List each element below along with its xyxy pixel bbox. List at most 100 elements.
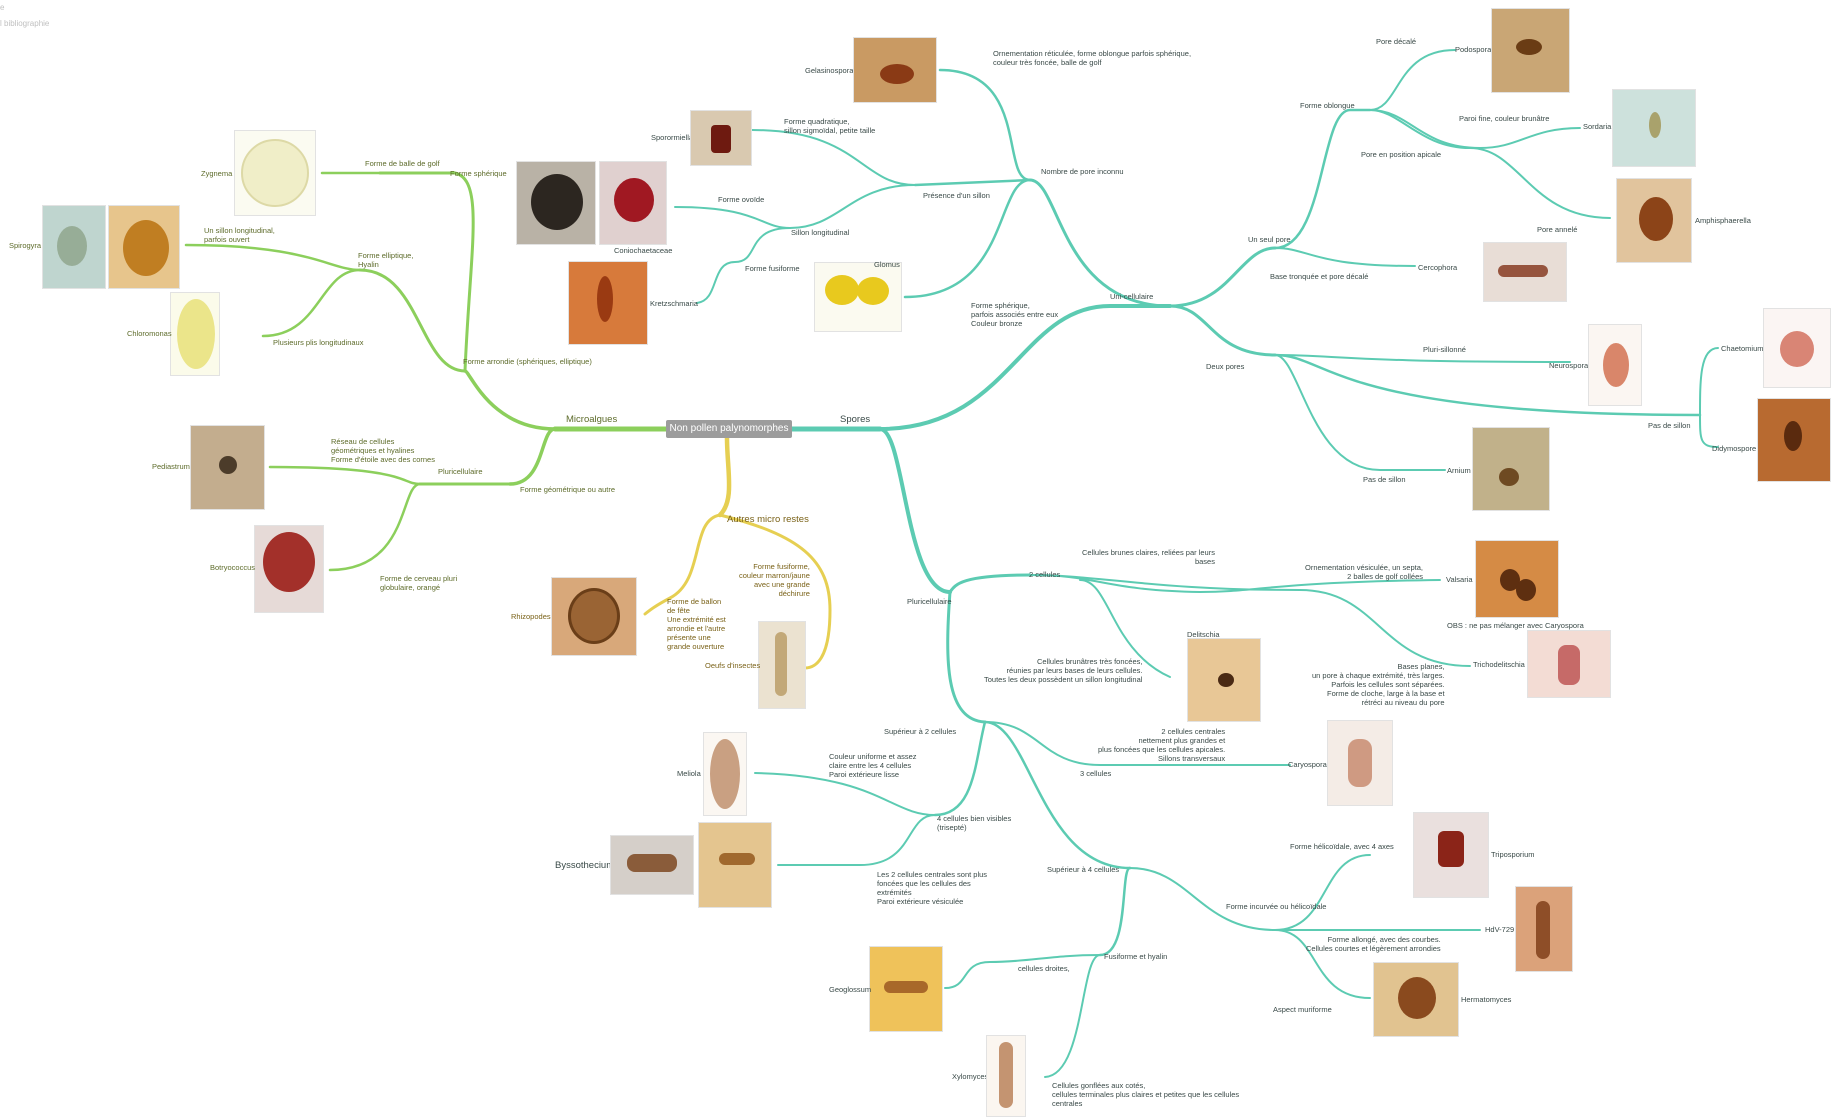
paroi-fine-label[interactable]: Paroi fine, couleur brunâtre [1459, 114, 1549, 123]
deux-pores-label[interactable]: Deux pores [1206, 362, 1244, 371]
kretzschmaria-label[interactable]: Kretzschmaria [650, 299, 698, 308]
zygnema-label[interactable]: Zygnema [201, 169, 232, 178]
hermatomyces-label[interactable]: Hermatomyces [1461, 995, 1511, 1004]
edge-oblongue-amphi [1370, 110, 1610, 218]
trichodelitschia-desc: Bases planes, un pore à chaque extrémité… [1312, 662, 1445, 707]
coniochaetaceae-label[interactable]: Coniochaetaceae [614, 246, 672, 255]
cellules-brunes-desc: Cellules brunes claires, reliées par leu… [1082, 548, 1215, 566]
spirogyra-label[interactable]: Spirogyra [9, 241, 41, 250]
neurospora-label[interactable]: Neurospora [1549, 361, 1588, 370]
pas-de-sillon-label-1[interactable]: Pas de sillon [1648, 421, 1691, 430]
un-seul-pore-label[interactable]: Un seul pore [1248, 235, 1291, 244]
cercophora-photo [1483, 242, 1567, 302]
superieur-2-label[interactable]: Supérieur à 2 cellules [884, 727, 956, 736]
forme-arrondie-label[interactable]: Forme arrondie (sphériques, elliptique) [463, 357, 592, 366]
sporormiella-label[interactable]: Sporormiella [651, 133, 693, 142]
forme-oblongue-label[interactable]: Forme oblongue [1300, 101, 1355, 110]
plusieurs-plis-label[interactable]: Plusieurs plis longitudinaux [273, 338, 363, 347]
pore-annele-label[interactable]: Pore annelé [1537, 225, 1577, 234]
chaetomium-label[interactable]: Chaetomium [1721, 344, 1764, 353]
edge-pluri-botryo [330, 484, 420, 570]
forme-spherique-label[interactable]: Forme sphérique [450, 169, 507, 178]
base-tronquee-label[interactable]: Base tronquée et pore décalé [1270, 272, 1368, 281]
byssothecium-label[interactable]: Byssothecium [555, 860, 614, 871]
glomus-label[interactable]: Glomus [874, 260, 900, 269]
un-sillon-label[interactable]: Un sillon longitudinal, parfois ouvert [204, 226, 275, 244]
geoglossum-photo [869, 946, 943, 1032]
forme-ovoide-label[interactable]: Forme ovoïde [718, 195, 764, 204]
pas-de-sillon-label-2[interactable]: Pas de sillon [1363, 475, 1406, 484]
edge-presence-quad [752, 130, 915, 185]
byssothecium-photo-2 [698, 822, 772, 908]
pluri-sillonne-label[interactable]: Pluri-sillonné [1423, 345, 1466, 354]
cellules-droites-label[interactable]: cellules droites, [1018, 964, 1070, 973]
podospora-label[interactable]: Podospora [1455, 45, 1491, 54]
edge-sup4-incurvee [1130, 868, 1275, 930]
edge-root-autres [720, 438, 729, 515]
didymospore-label[interactable]: Didymospore [1712, 444, 1756, 453]
sillon-longitudinal-label[interactable]: Sillon longitudinal [791, 228, 849, 237]
deux-cellules-label[interactable]: 2 cellules [1029, 570, 1060, 579]
arnium-photo [1472, 427, 1550, 511]
forme-geometrique-label[interactable]: Forme géométrique ou autre [520, 485, 615, 494]
edge-micro-arrondie [465, 371, 555, 429]
geoglossum-label[interactable]: Geoglossum [829, 985, 871, 994]
forme-helicoidale-label[interactable]: Forme hélicoïdale, avec 4 axes [1290, 842, 1394, 851]
caryospora-label[interactable]: Caryospora [1288, 760, 1327, 769]
botryococcus-label[interactable]: Botryococcus [210, 563, 255, 572]
oeufs-photo [758, 621, 806, 709]
valsaria-label[interactable]: Valsaria [1446, 575, 1473, 584]
meliola-label[interactable]: Meliola [677, 769, 701, 778]
trichodelitschia-label[interactable]: Trichodelitschia [1473, 660, 1525, 669]
forme-incurvee-label[interactable]: Forme incurvée ou hélicoïdale [1226, 902, 1326, 911]
edge-4c-meliola [755, 773, 935, 815]
valsaria-desc: Ornementation vésiculée, un septa, 2 bal… [1305, 563, 1423, 581]
edge-arrondie-elliptique [360, 270, 465, 371]
pediastrum-photo [190, 425, 265, 510]
edge-elliptique-sillon [186, 245, 360, 270]
edge-seulpore-oblongue [1275, 110, 1370, 248]
superieur-4-label[interactable]: Supérieur à 4 cellules [1047, 865, 1119, 874]
oeufs-label[interactable]: Oeufs d'insectes [705, 661, 760, 670]
pore-apicale-label[interactable]: Pore en position apicale [1361, 150, 1441, 159]
pluricellulaire-label[interactable]: Pluricellulaire [907, 597, 952, 606]
quatre-cellules-label[interactable]: 4 cellules bien visibles (trisepté) [937, 814, 1011, 832]
aspect-muriforme-label[interactable]: Aspect muriforme [1273, 1005, 1332, 1014]
chloromonas-label[interactable]: Chloromonas [127, 329, 172, 338]
pore-decale-label[interactable]: Pore décalé [1376, 37, 1416, 46]
coniochaetaceae-photo-2 [599, 161, 667, 245]
forme-fusiforme-label[interactable]: Forme fusiforme [745, 264, 800, 273]
xylomyces-desc: Cellules gonflées aux cotés, cellules te… [1052, 1081, 1239, 1108]
edge-spores-pluri [880, 429, 950, 592]
amphisphaerella-photo [1616, 178, 1692, 263]
xylomyces-photo [986, 1035, 1026, 1117]
edge-4c-byssothecium [778, 815, 935, 865]
presence-sillon-label[interactable]: Présence d'un sillon [923, 191, 990, 200]
arnium-label[interactable]: Arnium [1447, 466, 1471, 475]
branch-microalgues[interactable]: Microalgues [566, 414, 617, 425]
forme-elliptique-label[interactable]: Forme elliptique, Hyalin [358, 251, 413, 269]
trois-cellules-label[interactable]: 3 cellules [1080, 769, 1111, 778]
cercophora-label[interactable]: Cercophora [1418, 263, 1457, 272]
triposporium-label[interactable]: Triposporium [1491, 850, 1534, 859]
xylomyces-label[interactable]: Xylomyces [952, 1072, 988, 1081]
forme-allongee-desc: Forme allongé, avec des courbes. Cellule… [1306, 935, 1441, 953]
glomus-photo [814, 262, 902, 332]
forme-golf-label[interactable]: Forme de balle de golf [365, 159, 440, 168]
botryococcus-photo [254, 525, 324, 613]
sordaria-label[interactable]: Sordaria [1583, 122, 1611, 131]
rhizopodes-label[interactable]: Rhizopodes [511, 612, 551, 621]
gelasinospora-label[interactable]: Gelasinospora [805, 66, 853, 75]
pluricellulaire-micro-label[interactable]: Pluricellulaire [438, 467, 483, 476]
hdv729-label[interactable]: HdV-729 [1485, 925, 1514, 934]
branch-spores[interactable]: Spores [840, 414, 870, 425]
caryospora-photo [1327, 720, 1393, 806]
nombre-pore-label[interactable]: Nombre de pore inconnu [1041, 167, 1124, 176]
branch-autres[interactable]: Autres micro restes [727, 514, 809, 525]
root-node[interactable]: Non pollen palynomorphes [666, 420, 792, 438]
hdv729-photo [1515, 886, 1573, 972]
amphisphaerella-label[interactable]: Amphisphaerella [1695, 216, 1751, 225]
fusiforme-hyalin-label[interactable]: Fusiforme et hyalin [1104, 952, 1167, 961]
pediastrum-label[interactable]: Pediastrum [152, 462, 190, 471]
uni-cellulaire-label[interactable]: Uni-cellulaire [1110, 292, 1153, 301]
